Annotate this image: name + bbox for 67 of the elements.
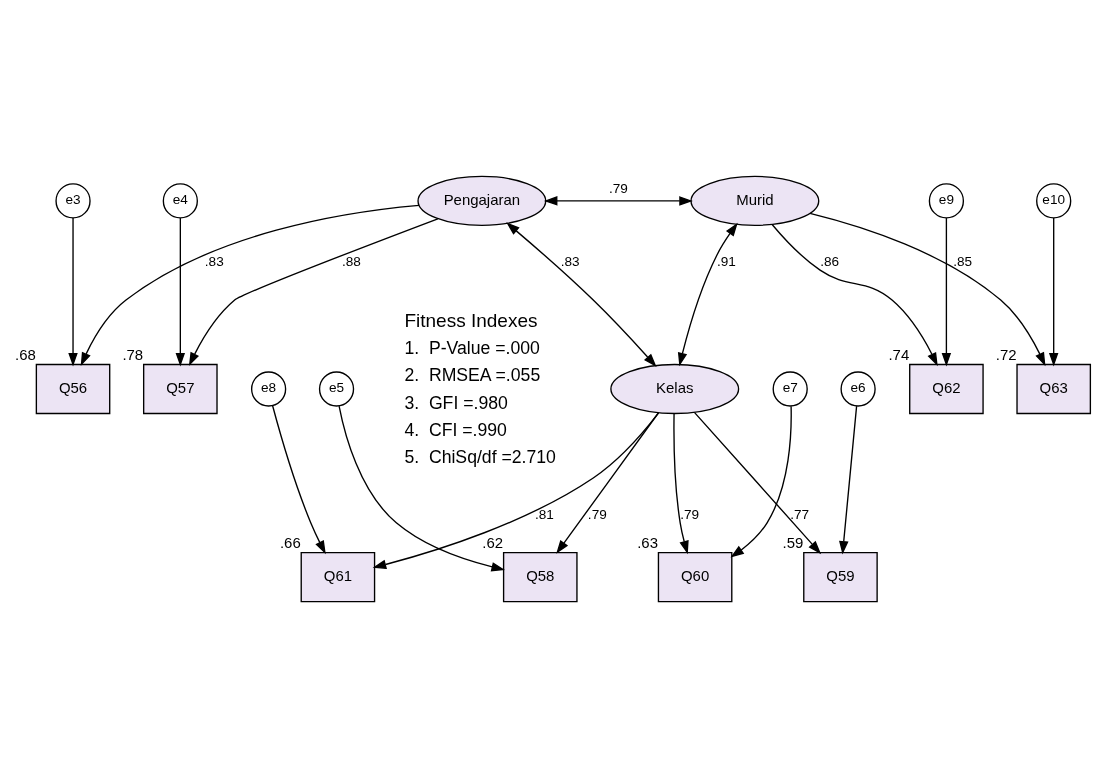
arrow — [809, 212, 1046, 367]
node-ellipse: Kelas — [610, 363, 740, 415]
node-ellipse: Pengajaran — [417, 175, 547, 226]
edge-label: .85 — [953, 254, 973, 270]
node-circle: e6 — [840, 371, 876, 407]
node-box: Q57 — [143, 363, 218, 415]
arrow — [372, 412, 660, 570]
label: 1. — [404, 338, 420, 359]
edge-label: .77 — [790, 506, 810, 522]
node-circle: e4 — [162, 183, 198, 219]
edge-label: .79 — [680, 506, 700, 522]
node-box: Q62 — [909, 363, 984, 415]
label: 2. — [404, 365, 420, 386]
node-label: .72 — [995, 346, 1017, 364]
node-circle: e9 — [928, 183, 965, 219]
arrow — [271, 405, 326, 555]
arrow — [338, 405, 505, 572]
node-label: .66 — [279, 534, 301, 552]
node-box: Q60 — [657, 552, 733, 603]
arrow — [839, 405, 858, 555]
edge-label: .88 — [342, 254, 361, 270]
label: RMSEA =.055 — [428, 365, 541, 386]
arrow — [506, 222, 657, 367]
arrow — [80, 204, 420, 367]
node-circle: e10 — [1036, 183, 1072, 219]
node-label: .78 — [122, 346, 144, 364]
arrow — [1048, 217, 1059, 367]
label: P-Value =.000 — [428, 338, 540, 359]
label: CFI =.990 — [428, 419, 507, 440]
label: 5. — [404, 446, 420, 467]
node-label: .59 — [782, 534, 804, 552]
node-label: .62 — [482, 534, 504, 552]
node-ellipse: Murid — [690, 175, 820, 226]
arrow — [771, 224, 938, 367]
node-box: Q63 — [1016, 363, 1092, 415]
node-box: Q61 — [300, 552, 376, 603]
node-label: .74 — [888, 346, 910, 364]
edge-label: .81 — [534, 506, 554, 522]
arrow — [175, 217, 186, 367]
label: Fitness Indexes — [404, 309, 538, 331]
node-circle: e5 — [318, 371, 355, 407]
edge-label: .91 — [716, 254, 736, 270]
arrow — [677, 222, 738, 367]
node-circle: e8 — [250, 371, 287, 407]
node-box: Q59 — [803, 552, 878, 603]
node-circle: e3 — [55, 183, 91, 219]
label: ChiSq/df =2.710 — [428, 446, 556, 467]
arrow — [68, 217, 78, 367]
arrow — [188, 218, 439, 367]
arrow — [730, 405, 792, 558]
node-box: Q56 — [35, 363, 111, 415]
arrow — [693, 411, 822, 555]
label: 3. — [404, 392, 420, 413]
edge-label: .83 — [560, 254, 580, 270]
edge-label: .79 — [608, 180, 628, 196]
label: 4. — [404, 419, 420, 440]
arrow — [673, 412, 689, 555]
node-label: .63 — [637, 534, 658, 552]
node-box: Q58 — [502, 552, 578, 603]
arrow — [543, 196, 693, 206]
node-label: .68 — [15, 346, 36, 364]
edge-label: .86 — [820, 254, 840, 270]
edge-label: .79 — [587, 506, 607, 522]
arrow — [941, 217, 952, 367]
edge-label: .83 — [204, 254, 224, 270]
node-circle: e7 — [772, 371, 808, 407]
label: GFI =.980 — [428, 392, 508, 413]
